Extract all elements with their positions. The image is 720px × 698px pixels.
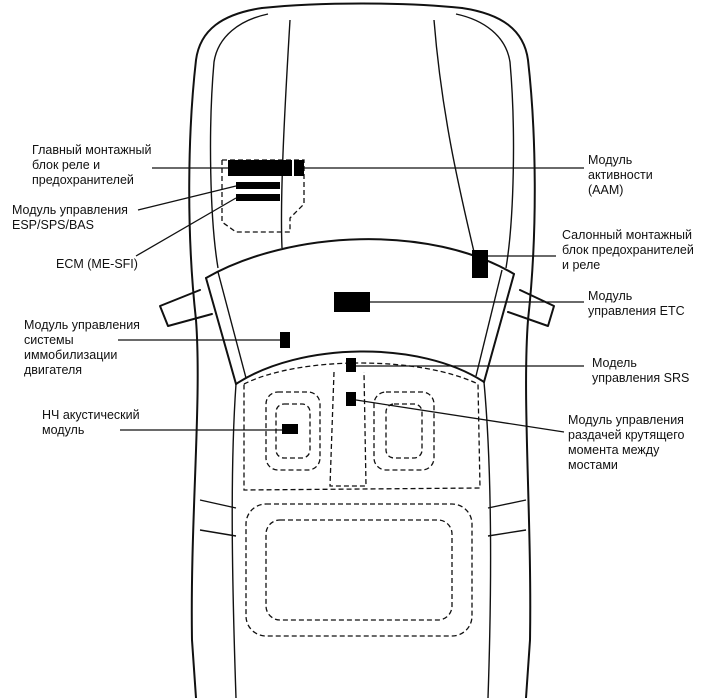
label-torque-module: Модуль управления раздачей крутящего мом… bbox=[568, 413, 684, 473]
label-line: НЧ акустический bbox=[42, 408, 140, 422]
car-body-right bbox=[461, 7, 536, 698]
cabin-fuse-block-module bbox=[472, 250, 488, 278]
label-srs-module: Модель управления SRS bbox=[592, 356, 689, 386]
door-seam-left bbox=[199, 499, 237, 537]
right-mirror bbox=[507, 289, 555, 327]
label-line: блок реле и bbox=[32, 158, 101, 172]
label-line: ESP/SPS/BAS bbox=[12, 218, 94, 232]
label-line: управления ETC bbox=[588, 304, 685, 318]
interior-dashed bbox=[243, 362, 481, 491]
leader-esp bbox=[137, 185, 237, 211]
label-line: системы bbox=[24, 333, 74, 347]
windshield-top bbox=[205, 238, 515, 279]
door-seam-right bbox=[487, 499, 527, 537]
aam-module bbox=[294, 160, 304, 176]
label-line: двигателя bbox=[24, 363, 83, 377]
label-main-relay-block: Главный монтажный блок реле и предохрани… bbox=[32, 143, 152, 188]
right-front-seat-dashed bbox=[373, 391, 435, 471]
etc-module-block bbox=[334, 292, 370, 312]
a-pillar-inner-right bbox=[475, 269, 503, 377]
right-seat-inner-dashed bbox=[385, 403, 423, 459]
left-seat-inner-dashed bbox=[275, 403, 311, 459]
ecm-module-block bbox=[236, 194, 280, 201]
a-pillar-inner-left bbox=[217, 271, 247, 379]
label-line: иммобилизации bbox=[24, 348, 118, 362]
label-line: Модель bbox=[592, 356, 637, 370]
hood-inner-left bbox=[209, 13, 269, 269]
label-line: момента между bbox=[568, 443, 660, 457]
label-immobilizer: Модуль управления системы иммобилизации … bbox=[24, 318, 140, 378]
windshield-right-pillar bbox=[483, 273, 515, 383]
label-etc-module: Модуль управления ETC bbox=[588, 289, 685, 319]
lf-acoustic-module-block bbox=[282, 424, 298, 434]
hood-inner-right bbox=[455, 13, 515, 269]
immobilizer-module-block bbox=[280, 332, 290, 348]
windshield-left-pillar bbox=[205, 277, 237, 385]
label-line: Модуль bbox=[588, 289, 633, 303]
label-cabin-fuse-block: Салонный монтажный блок предохранителей … bbox=[562, 228, 694, 273]
label-line: (AAM) bbox=[588, 183, 624, 197]
left-front-seat-dashed bbox=[265, 391, 321, 471]
label-line: Салонный монтажный bbox=[562, 228, 692, 242]
center-console-dashed bbox=[329, 371, 367, 487]
label-line: Модуль bbox=[588, 153, 633, 167]
esp-module-block bbox=[236, 182, 280, 189]
label-ecm: ECM (ME-SFI) bbox=[56, 257, 138, 272]
leader-lines bbox=[118, 167, 584, 433]
car-body-left bbox=[188, 7, 263, 698]
label-line: ECM (ME-SFI) bbox=[56, 257, 138, 271]
modules bbox=[228, 160, 488, 434]
label-esp-module: Модуль управления ESP/SPS/BAS bbox=[12, 203, 128, 233]
rear-seat-inner-dashed bbox=[265, 519, 453, 621]
srs-module-block bbox=[346, 358, 356, 372]
leader-torque bbox=[355, 399, 565, 433]
torque-module-block bbox=[346, 392, 356, 406]
label-line: активности bbox=[588, 168, 653, 182]
label-line: модуль bbox=[42, 423, 85, 437]
hood-top-edge bbox=[261, 2, 463, 9]
label-line: раздачей крутящего bbox=[568, 428, 685, 442]
label-aam: Модуль активности (AAM) bbox=[588, 153, 653, 198]
hood-crease-left bbox=[280, 19, 291, 249]
dashboard-edge bbox=[235, 350, 485, 385]
label-line: Модуль управления bbox=[24, 318, 140, 332]
label-line: мостами bbox=[568, 458, 618, 472]
label-line: Модуль управления bbox=[568, 413, 684, 427]
label-line: управления SRS bbox=[592, 371, 690, 385]
label-line: Модуль управления bbox=[12, 203, 128, 217]
label-line: предохранителей bbox=[32, 173, 134, 187]
label-line: блок предохранителей bbox=[562, 243, 694, 257]
left-mirror bbox=[159, 289, 213, 327]
rear-seat-dashed bbox=[245, 503, 473, 637]
leader-ecm bbox=[135, 197, 237, 257]
dashed-outlines bbox=[221, 159, 481, 637]
interior-left-side bbox=[231, 383, 237, 698]
hood-crease-right bbox=[433, 19, 475, 253]
label-lf-acoustic: НЧ акустический модуль bbox=[42, 408, 140, 438]
main-relay-block-module bbox=[228, 160, 292, 176]
label-line: Главный монтажный bbox=[32, 143, 152, 157]
interior-right-side bbox=[483, 381, 492, 698]
car-outline bbox=[159, 2, 555, 698]
label-line: и реле bbox=[562, 258, 601, 272]
